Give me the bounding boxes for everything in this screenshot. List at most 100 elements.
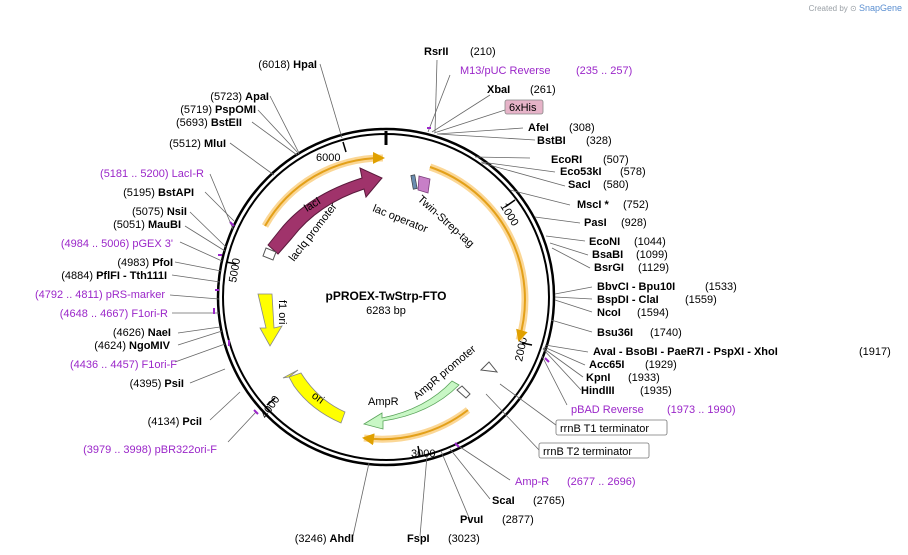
site-name: NgoMIV xyxy=(129,340,171,352)
site-bsteii[interactable]: (5693) BstEII xyxy=(176,117,242,129)
site-name: XbaI xyxy=(487,84,510,96)
site-bsrgi[interactable]: BsrGI(1129) xyxy=(594,262,669,274)
site-mlui[interactable]: (5512) MluI xyxy=(169,138,226,150)
site-bbvci-bpu10i[interactable]: BbvCI - Bpu10I(1533) xyxy=(597,281,737,293)
site-naei[interactable]: (4626) NaeI xyxy=(113,327,171,339)
svg-text:KpnI(1933): KpnI (1933) xyxy=(586,372,660,384)
svg-text:(4395) PsiI: (4395) PsiI xyxy=(130,378,184,390)
site-pfoi[interactable]: (4983) PfoI xyxy=(117,257,173,269)
site-pcii[interactable]: (4134) PciI xyxy=(148,416,202,428)
site-bsu36i[interactable]: Bsu36I(1740) xyxy=(597,327,682,339)
site-hpai[interactable]: (6018) HpaI xyxy=(258,59,317,71)
site-pvui[interactable]: PvuI(2877) xyxy=(460,514,534,526)
svg-text:(4792 .. 4811) pRS-marker: (4792 .. 4811) pRS-marker xyxy=(35,289,165,301)
site-name: HindIII xyxy=(581,385,615,397)
site-fspi[interactable]: FspI(3023) xyxy=(407,533,480,545)
site-pos: (5195) xyxy=(123,187,155,199)
primer-m13-puc-reverse[interactable]: M13/pUC Reverse(235 .. 257) xyxy=(460,65,632,77)
site-ecori[interactable]: EcoRI (507) xyxy=(551,154,629,166)
site-econi[interactable]: EcoNI(1044) xyxy=(589,236,666,248)
site-psii[interactable]: (4395) PsiI xyxy=(130,378,184,390)
site-ngomiv[interactable]: (4624) NgoMIV xyxy=(94,340,170,352)
site-nsii[interactable]: (5075) NsiI xyxy=(132,206,187,218)
site-eco53ki[interactable]: Eco53kI (578) xyxy=(560,166,646,178)
primer-f1ori-f[interactable]: (4436 .. 4457) F1ori-F xyxy=(70,359,177,371)
svg-text:ScaI(2765): ScaI(2765) xyxy=(492,495,565,507)
site-xbai[interactable]: XbaI(261) xyxy=(487,84,556,96)
site-maubi[interactable]: (5051) MauBI xyxy=(113,219,181,231)
site-pos: (2765) xyxy=(533,495,565,507)
feature-laci[interactable]: lacI xyxy=(267,167,383,255)
site-name: PciI xyxy=(182,416,202,428)
primer-marks xyxy=(213,127,550,448)
site-name: PflFI - Tth111I xyxy=(96,270,167,282)
snapgene-watermark: Created by ⊙ SnapGene xyxy=(809,3,902,13)
feature-rrnb-t1-label-box[interactable]: rrnB T1 terminator xyxy=(555,419,668,436)
site-pos: (578) xyxy=(620,166,646,178)
feature-6xhis-label-box[interactable]: 6xHis xyxy=(504,99,544,115)
site-pos: (1929) xyxy=(645,359,677,371)
tick-label-3000: 3000 xyxy=(411,448,435,460)
site-name: MauBI xyxy=(148,219,181,231)
feature-highlight-arcs xyxy=(261,151,529,446)
feature-ori[interactable]: ori xyxy=(282,369,346,424)
site-name: EcoRI xyxy=(551,154,582,166)
site-ncoi[interactable]: NcoI(1594) xyxy=(597,307,669,319)
site-saci[interactable]: SacI (580) xyxy=(568,179,629,191)
site-name: SacI xyxy=(568,179,591,191)
site-bstbi[interactable]: BstBI(328) xyxy=(537,135,612,147)
site-hindiii[interactable]: HindIII (1935) xyxy=(581,385,672,397)
site-apai[interactable]: (5723) ApaI xyxy=(210,91,269,103)
svg-text:XbaI(261): XbaI(261) xyxy=(487,84,556,96)
svg-text:PvuI(2877): PvuI(2877) xyxy=(460,514,534,526)
site-name: BspDI - ClaI xyxy=(597,294,659,306)
site-bstapi[interactable]: (5195) BstAPI xyxy=(123,187,194,199)
primer-f1ori-r[interactable]: (4648 .. 4667) F1ori-R xyxy=(60,308,168,320)
site-acc65i[interactable]: Acc65I(1929) xyxy=(589,359,677,371)
primer-pbr322ori-f[interactable]: (3979 .. 3998) pBR322ori-F xyxy=(83,444,217,456)
site-name: KpnI xyxy=(586,372,610,384)
svg-text:MscI *(752): MscI *(752) xyxy=(577,199,649,211)
tick-label-4000: 4000 xyxy=(259,394,283,421)
site-bsabi[interactable]: BsaBI(1099) xyxy=(592,249,668,261)
site-kpni[interactable]: KpnI (1933) xyxy=(586,372,660,384)
site-pos: (580) xyxy=(603,179,629,191)
site-ahdi[interactable]: (3246) AhdI xyxy=(295,533,354,545)
feature-label-rrnb-t1: rrnB T1 terminator xyxy=(560,423,649,435)
primer-pbad-reverse[interactable]: pBAD Reverse(1973 .. 1990) xyxy=(571,404,736,416)
site-pasi[interactable]: PasI(928) xyxy=(584,217,647,229)
site-name: Eco53kI xyxy=(560,166,602,178)
site-pos: (507) xyxy=(603,154,629,166)
svg-text:PasI(928): PasI(928) xyxy=(584,217,647,229)
svg-text:(4983) PfoI: (4983) PfoI xyxy=(117,257,173,269)
site-pflfi-tth111i[interactable]: (4884) PflFI - Tth111I xyxy=(61,270,167,282)
site-pos: (3246) xyxy=(295,533,327,545)
svg-text:(4984 .. 5006) pGEX 3': (4984 .. 5006) pGEX 3' xyxy=(61,238,173,250)
site-pspomi[interactable]: (5719) PspOMI xyxy=(180,104,256,116)
site-name: PasI xyxy=(584,217,607,229)
site-pos: (4624) xyxy=(94,340,126,352)
site-scai[interactable]: ScaI(2765) xyxy=(492,495,565,507)
site-msci[interactable]: MscI *(752) xyxy=(577,199,649,211)
svg-text:RsrII(210): RsrII(210) xyxy=(424,46,496,58)
site-bspdi-clai[interactable]: BspDI - ClaI (1559) xyxy=(597,294,717,306)
watermark-brand: SnapGene xyxy=(858,3,902,13)
primer-prs-marker[interactable]: (4792 .. 4811) pRS-marker xyxy=(35,289,165,301)
feature-ampr[interactable]: AmpR xyxy=(362,380,460,430)
site-pos: (1559) xyxy=(685,294,717,306)
svg-text:BspDI - ClaI(1559): BspDI - ClaI (1559) xyxy=(597,294,717,306)
feature-f1-ori[interactable]: f1 ori xyxy=(257,293,288,347)
site-pos: (1933) xyxy=(628,372,660,384)
site-pos: (1935) xyxy=(640,385,672,397)
site-afei[interactable]: AfeI(308) xyxy=(528,122,595,134)
feature-rrnb-t2-label-box[interactable]: rrnB T2 terminator xyxy=(538,442,650,459)
primer-pgex-3[interactable]: (4984 .. 5006) pGEX 3' xyxy=(61,238,173,250)
primer-laci-r[interactable]: (5181 .. 5200) LacI-R xyxy=(100,168,204,180)
site-pos: (4395) xyxy=(130,378,162,390)
site-rsrii[interactable]: RsrII(210) xyxy=(424,46,496,58)
site-avai-xhoi[interactable]: AvaI - BsoBI - PaeR7I - PspXI - XhoI(191… xyxy=(593,346,891,358)
snapgene-logo-icon: ⊙ xyxy=(850,4,857,13)
svg-text:(3979 .. 3998) pBR322ori-F: (3979 .. 3998) pBR322ori-F xyxy=(83,444,217,456)
primer-amp-r[interactable]: Amp-R(2677 .. 2696) xyxy=(515,476,636,488)
site-name: pGEX 3' xyxy=(132,238,173,250)
